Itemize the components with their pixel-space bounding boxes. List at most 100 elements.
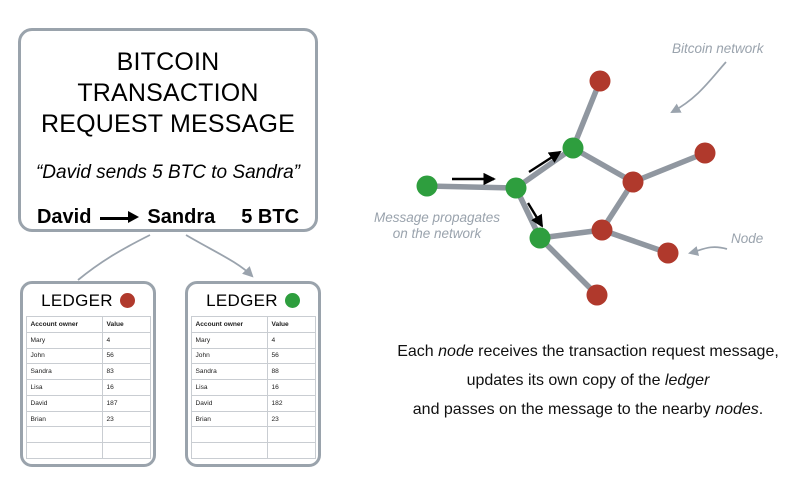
cell-owner: David — [190, 394, 268, 412]
green-node-icon — [505, 177, 527, 199]
cell-owner: Lisa — [25, 379, 103, 396]
column-header-value: Value — [101, 316, 151, 333]
cell-value — [266, 426, 316, 444]
cell-owner: John — [25, 347, 103, 365]
cell-value: 4 — [266, 331, 316, 349]
red-node-icon — [694, 142, 716, 164]
network-edge — [513, 185, 543, 241]
cell-value: 16 — [266, 379, 316, 396]
sender-name: David — [36, 206, 92, 228]
table-header-row: Account owner Value — [25, 316, 151, 333]
green-node-dot-icon — [284, 293, 300, 308]
cell-owner: Lisa — [190, 379, 268, 396]
ledger-header-red: LEDGER — [23, 284, 153, 314]
cell-owner: Mary — [25, 331, 103, 349]
caption-emphasis: ledger — [664, 372, 710, 389]
annotation-node: Node — [731, 231, 764, 246]
explanation-caption: Each node receives the transaction reque… — [378, 337, 798, 424]
network-edge — [570, 145, 636, 185]
red-node-icon — [591, 219, 613, 241]
green-node-icon — [562, 137, 584, 159]
ledger-header-green: LEDGER — [188, 284, 318, 314]
caption-text: Each — [397, 343, 439, 360]
annotation-line-1: Message propagates — [373, 210, 501, 225]
caption-emphasis: node — [438, 343, 474, 360]
red-node-icon — [586, 284, 608, 306]
cell-owner: Sandra — [25, 363, 103, 381]
column-header-value: Value — [266, 316, 316, 333]
green-node-icon — [529, 227, 551, 249]
annotation-bitcoin-network: Bitcoin network — [672, 41, 764, 56]
caption-line-1: Each node receives the transaction reque… — [378, 337, 798, 366]
annotation-message-propagates: Message propagates on the network — [362, 210, 512, 242]
table-row — [25, 426, 151, 444]
flow-arrow-down-icon — [526, 202, 544, 228]
network-edge — [570, 78, 603, 151]
table-header-row: Account owner Value — [190, 316, 316, 333]
bitcoin-network-pointer — [670, 61, 727, 113]
column-header-owner: Account owner — [25, 316, 103, 333]
cell-value: 56 — [266, 347, 316, 365]
caption-text: . — [758, 401, 764, 418]
cell-value: 23 — [101, 410, 151, 428]
cell-value: 56 — [101, 347, 151, 365]
cell-value: 16 — [101, 379, 151, 396]
title-line-1: BITCOIN TRANSACTION — [77, 48, 259, 107]
cell-owner: Brian — [190, 410, 268, 428]
caption-text: receives the transaction request message… — [473, 343, 779, 360]
caption-line-2: updates its own copy of the ledger — [378, 366, 798, 395]
red-node-icon — [622, 171, 644, 193]
network-edge — [424, 183, 519, 191]
cell-value: 4 — [101, 331, 151, 349]
network-edge — [537, 227, 605, 241]
table-row — [25, 442, 151, 460]
cell-value: 187 — [101, 394, 151, 412]
cell-value — [101, 426, 151, 444]
table-row — [190, 426, 316, 444]
cell-value: 23 — [266, 410, 316, 428]
network-edges — [424, 78, 708, 298]
red-node-icon — [657, 242, 679, 264]
cell-owner: Mary — [190, 331, 268, 349]
cell-owner — [190, 426, 268, 444]
network-edge — [599, 227, 671, 256]
network-edge — [599, 179, 636, 233]
receiver-name: Sandra — [147, 206, 216, 228]
cell-value — [266, 442, 316, 460]
connector-right — [185, 234, 254, 278]
cell-value-increased: 88 — [266, 363, 316, 381]
cell-owner — [25, 426, 103, 444]
network-nodes — [416, 70, 716, 306]
cell-owner: David — [25, 394, 103, 412]
caption-text: updates its own copy of the — [466, 372, 665, 389]
node-pointer — [688, 246, 728, 256]
ledger-title: LEDGER — [206, 290, 278, 310]
column-header-owner: Account owner — [190, 316, 268, 333]
title-line-2: REQUEST MESSAGE — [41, 110, 295, 138]
transaction-flow: David Sandra 5 BTC — [37, 206, 299, 229]
cell-owner: Sandra — [190, 363, 268, 381]
green-node-icon — [416, 175, 438, 197]
connector-left — [77, 234, 151, 281]
cell-owner: John — [190, 347, 268, 365]
cell-value — [101, 442, 151, 460]
right-arrow-icon — [100, 208, 140, 228]
page-title: BITCOIN TRANSACTION REQUEST MESSAGE — [33, 47, 303, 140]
transaction-message-card: BITCOIN TRANSACTION REQUEST MESSAGE “Dav… — [18, 28, 318, 232]
cell-owner: Brian — [25, 410, 103, 428]
cell-owner — [190, 442, 268, 460]
